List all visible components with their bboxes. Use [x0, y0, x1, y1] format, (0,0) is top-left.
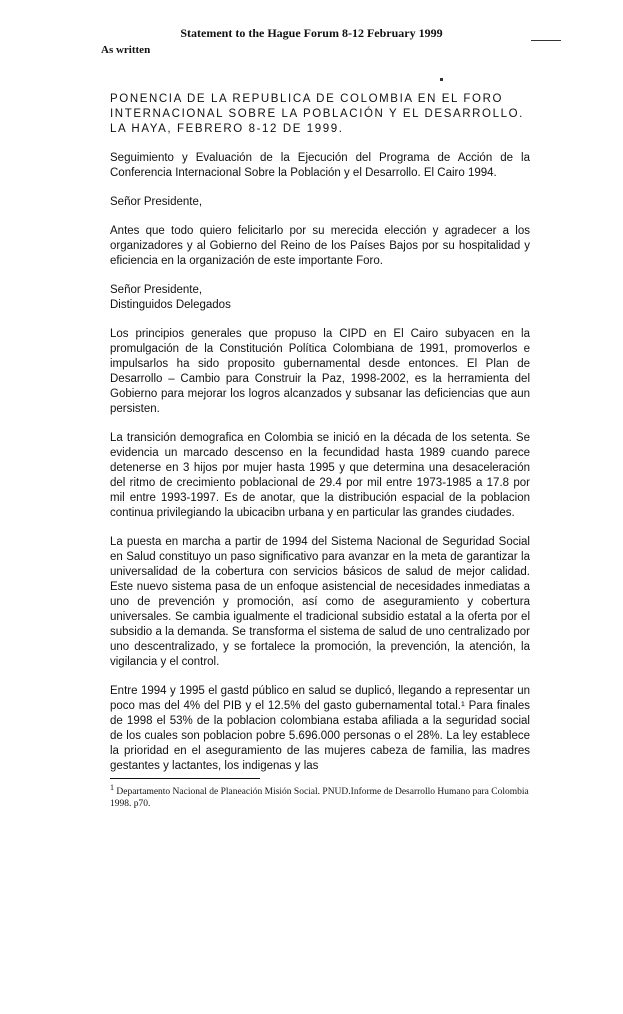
scan-dot [440, 78, 443, 81]
paragraph-1: Antes que todo quiero felicitarlo por su… [110, 225, 530, 267]
paragraph-4: La puesta en marcha a partir de 1994 del… [110, 536, 530, 668]
document-body: PONENCIA DE LA REPUBLICA DE COLOMBIA EN … [110, 92, 530, 810]
salutation-1: Señor Presidente, [110, 196, 203, 208]
salutation-2: Señor Presidente, Distinguidos Delegados [110, 283, 530, 313]
footnote-divider [110, 778, 260, 779]
page-header-title: Statement to the Hague Forum 8-12 Februa… [180, 26, 443, 40]
paragraph-2: Los principios generales que propuso la … [110, 328, 530, 415]
footnote-text: Departamento Nacional de Planeación Misi… [110, 787, 529, 810]
footnote: 1 Departamento Nacional de Planeación Mi… [110, 782, 530, 810]
as-written-note: As written [101, 44, 151, 56]
document-heading: PONENCIA DE LA REPUBLICA DE COLOMBIA EN … [110, 93, 524, 135]
paragraph-3: La transición demografica en Colombia se… [110, 432, 530, 519]
salutation-2-line-1: Señor Presidente, [110, 284, 203, 296]
document-subheading: Seguimiento y Evaluación de la Ejecución… [110, 152, 530, 179]
paragraph-5: Entre 1994 y 1995 el gastd público en sa… [110, 685, 530, 772]
corner-mark [531, 40, 561, 42]
footnote-number: 1 [110, 783, 114, 792]
salutation-2-line-2: Distinguidos Delegados [110, 299, 231, 311]
